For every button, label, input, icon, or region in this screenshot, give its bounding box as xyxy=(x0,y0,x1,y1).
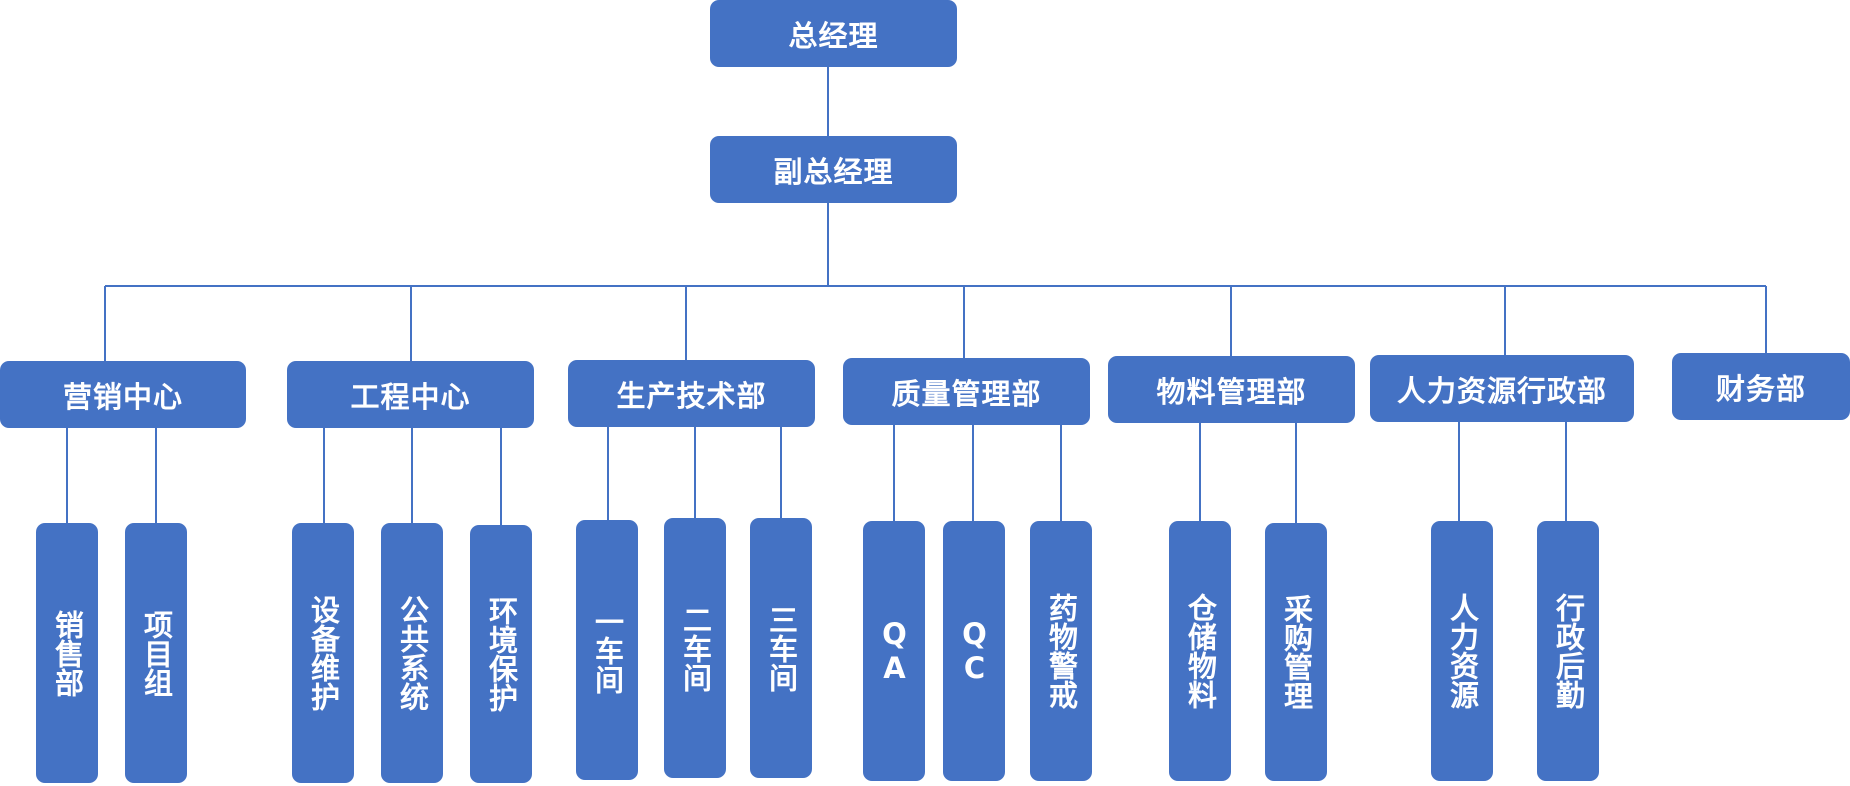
department-hr-admin: 人力资源行政部 xyxy=(1370,355,1634,422)
subunit-human-resources: 人力资源 xyxy=(1431,521,1493,781)
department-production-tech: 生产技术部 xyxy=(568,360,815,427)
subunit-warehouse-materials: 仓储物料 xyxy=(1169,521,1231,781)
department-engineering-center: 工程中心 xyxy=(287,361,534,428)
general-manager-box: 总经理 xyxy=(710,0,957,67)
subunit-procurement-management: 采购管理 xyxy=(1265,523,1327,781)
subunit-equipment-maintenance: 设备维护 xyxy=(292,523,354,783)
subunit-project-team: 项目组 xyxy=(125,523,187,783)
subunit-qa: QA xyxy=(863,521,925,781)
deputy-general-manager-box: 副总经理 xyxy=(710,136,957,203)
department-sales-center: 营销中心 xyxy=(0,361,246,428)
subunit-pharmacovigilance: 药物警戒 xyxy=(1030,521,1092,781)
department-materials-management: 物料管理部 xyxy=(1108,356,1355,423)
subunit-qc: QC xyxy=(943,521,1005,781)
subunit-sales-department: 销售部 xyxy=(36,523,98,783)
subunit-workshop-2: 二车间 xyxy=(664,518,726,778)
subunit-admin-logistics: 行政后勤 xyxy=(1537,521,1599,781)
subunit-workshop-1: 一车间 xyxy=(576,520,638,780)
department-finance: 财务部 xyxy=(1672,353,1850,420)
subunit-workshop-3: 三车间 xyxy=(750,518,812,778)
subunit-public-systems: 公共系统 xyxy=(381,523,443,783)
department-quality-management: 质量管理部 xyxy=(843,358,1090,425)
subunit-environmental-protection: 环境保护 xyxy=(470,525,532,783)
